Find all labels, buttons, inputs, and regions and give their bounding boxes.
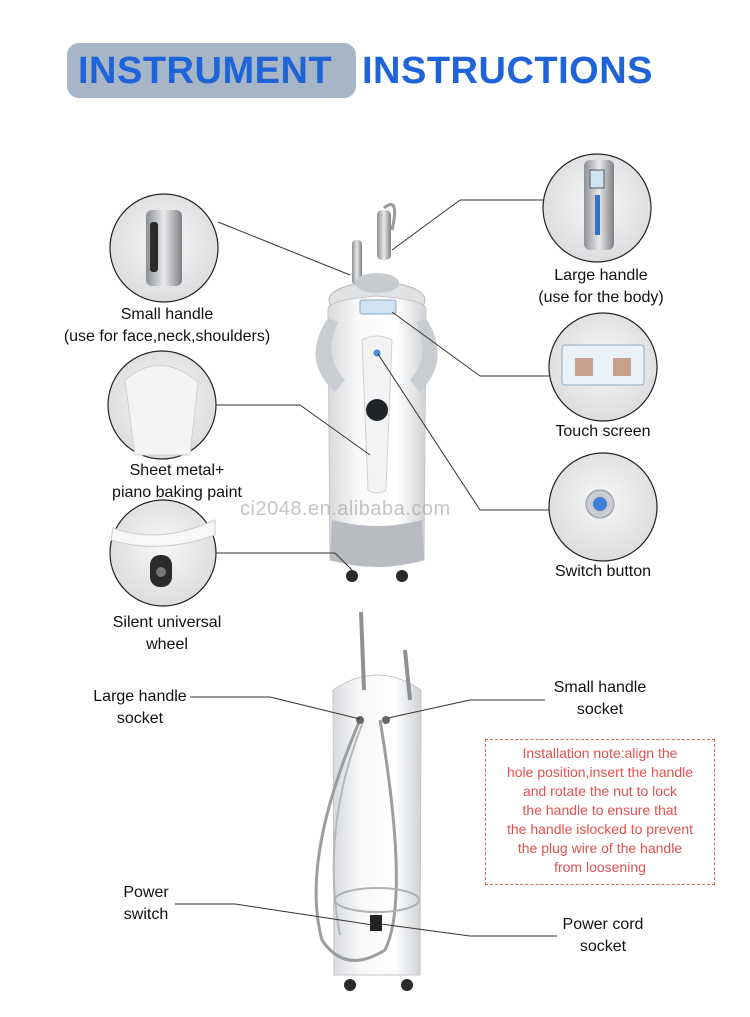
small-handle-top	[352, 240, 362, 285]
label-small-handle: Small handle (use for face,neck,shoulder…	[63, 306, 271, 345]
title-pill	[67, 43, 356, 98]
label-touch-screen: Touch screen	[555, 423, 651, 440]
large-handle-top	[377, 210, 391, 260]
label-sheet-metal: Sheet metal+ piano baking paint	[112, 462, 242, 501]
installation-note: Installation note:align the hole positio…	[485, 739, 715, 885]
label-large-handle-socket: Large handle socket	[93, 688, 187, 727]
leader-lines-top	[216, 199, 549, 571]
label-power-cord-socket: Power cord socket	[562, 916, 644, 955]
leader-lines-bottom	[175, 696, 557, 937]
detail-large-handle	[542, 153, 652, 263]
detail-sheet-metal	[107, 350, 217, 460]
label-small-handle-socket: Small handle socket	[553, 679, 647, 718]
title-instrument: INSTRUMENT	[78, 50, 333, 92]
label-power-switch: Power switch	[123, 884, 169, 923]
label-wheel: Silent universal wheel	[112, 614, 222, 653]
machine-back	[314, 611, 422, 991]
detail-switch-button	[548, 452, 658, 562]
label-large-handle: Large handle (use for the body)	[538, 267, 664, 306]
detail-wheel	[109, 499, 217, 607]
label-switch-button: Switch button	[554, 563, 652, 580]
detail-small-handle	[109, 193, 219, 303]
title-instructions: INSTRUCTIONS	[362, 50, 653, 92]
detail-touch-screen	[548, 312, 658, 422]
watermark: ci2048.en.alibaba.com	[240, 498, 451, 520]
machine-front	[315, 203, 438, 582]
